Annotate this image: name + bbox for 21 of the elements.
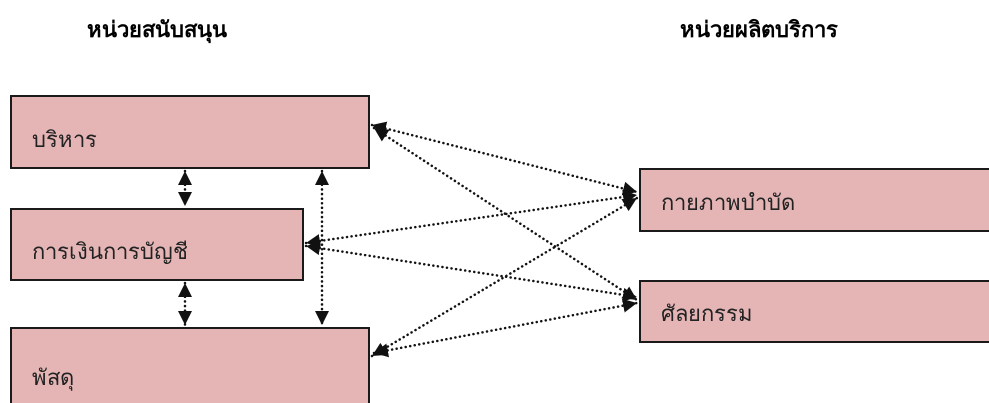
arrow (370, 196, 638, 358)
column-heading: หน่วยผลิตบริการ (680, 16, 838, 44)
unit-box (10, 327, 370, 403)
unit-box (639, 280, 989, 343)
unit-box (10, 208, 304, 281)
unit-box (639, 168, 989, 232)
unit-name: พัสดุ (32, 364, 74, 393)
unit-name: การเงินการบัญชี (32, 238, 188, 266)
arrow (304, 190, 638, 248)
column-heading: หน่วยสนับสนุน (87, 16, 227, 46)
unit-name: ศัลยกรรม (661, 300, 753, 328)
unit-box (10, 95, 370, 169)
arrow (315, 170, 329, 326)
arrow (178, 282, 192, 326)
arrow (304, 241, 638, 302)
unit-name: บริหาร (32, 126, 97, 154)
arrow (178, 170, 192, 208)
arrow (372, 126, 638, 302)
arrow (372, 298, 638, 358)
unit-name: กายภาพบำบัด (661, 189, 795, 217)
arrow (370, 122, 638, 196)
